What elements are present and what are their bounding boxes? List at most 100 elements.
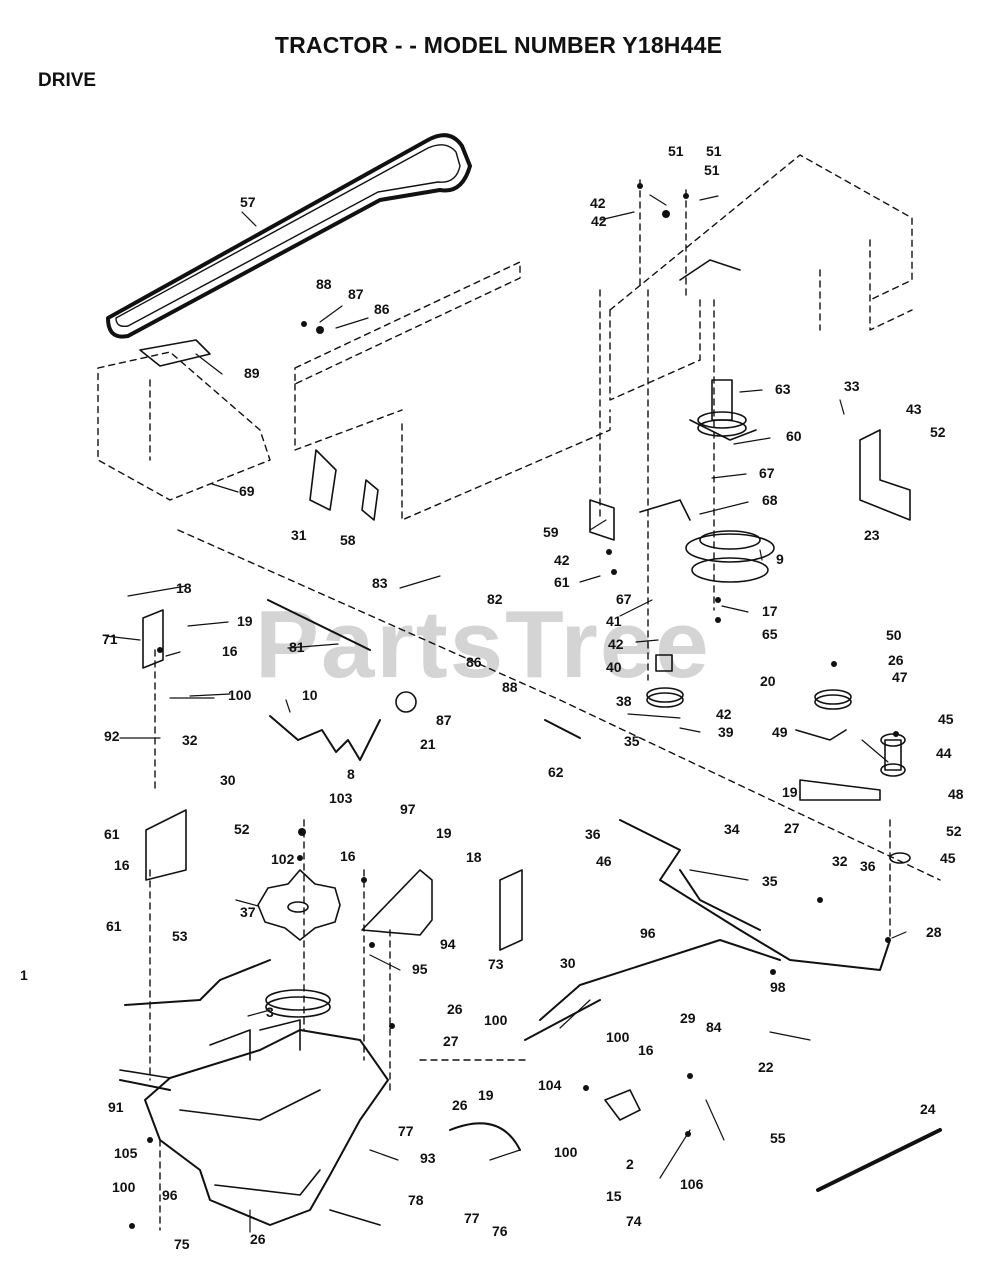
rods-and-brackets	[119, 599, 942, 1192]
belt-part	[106, 133, 472, 339]
callout-label: 95	[412, 961, 428, 977]
callout-label: 78	[408, 1192, 424, 1208]
callout-label: 87	[348, 286, 364, 302]
callout-label: 27	[443, 1033, 459, 1049]
callout-label: 42	[591, 213, 607, 229]
callout-label: 2	[626, 1156, 634, 1172]
callout-label: 42	[554, 552, 570, 568]
callout-label: 49	[772, 724, 788, 740]
callout-label: 48	[948, 786, 964, 802]
callout-label: 59	[543, 524, 559, 540]
callout-label: 55	[770, 1130, 786, 1146]
callout-label: 86	[374, 301, 390, 317]
callout-label: 76	[492, 1223, 508, 1239]
callout-label: 100	[484, 1012, 508, 1028]
callout-label: 53	[172, 928, 188, 944]
callout-label: 50	[886, 627, 902, 643]
callout-label: 100	[112, 1179, 136, 1195]
callout-label: 100	[606, 1029, 630, 1045]
callout-label: 20	[760, 673, 776, 689]
callout-label: 100	[228, 687, 252, 703]
callout-label: 67	[616, 591, 632, 607]
callout-label: 9	[776, 551, 784, 567]
callout-label: 36	[860, 858, 876, 874]
callout-label: 92	[104, 728, 120, 744]
callout-label: 26	[447, 1001, 463, 1017]
callout-label: 17	[762, 603, 778, 619]
section-label: DRIVE	[38, 70, 97, 91]
callout-label: 32	[832, 853, 848, 869]
callout-label: 24	[920, 1101, 936, 1117]
callout-label: 83	[372, 575, 388, 591]
callout-label: 38	[616, 693, 632, 709]
callout-label: 52	[930, 424, 946, 440]
callout-label: 105	[114, 1145, 138, 1161]
callout-label: 37	[240, 904, 256, 920]
callout-label: 34	[724, 821, 740, 837]
callout-label: 52	[234, 821, 250, 837]
callout-label: 51	[668, 143, 684, 159]
callout-label: 41	[606, 613, 622, 629]
callout-label: 35	[624, 733, 640, 749]
callout-label: 28	[926, 924, 942, 940]
callout-label: 8	[347, 766, 355, 782]
callout-label: 43	[906, 401, 922, 417]
callout-label: 29	[680, 1010, 696, 1026]
callout-label: 102	[271, 851, 295, 867]
callout-label: 97	[400, 801, 416, 817]
callout-label: 30	[560, 955, 576, 971]
callout-label: 77	[464, 1210, 480, 1226]
callout-label: 35	[762, 873, 778, 889]
callout-label: 21	[420, 736, 436, 752]
pulleys	[257, 379, 911, 1018]
callout-label: 61	[104, 826, 120, 842]
callout-label: 104	[538, 1077, 562, 1093]
diagram-title: TRACTOR - - MODEL NUMBER Y18H44E	[274, 32, 723, 58]
callout-label: 88	[316, 276, 332, 292]
callout-label: 52	[946, 823, 962, 839]
callout-label: 30	[220, 772, 236, 788]
callout-label: 19	[436, 825, 452, 841]
callout-label: 51	[704, 162, 720, 178]
callout-label: 62	[548, 764, 564, 780]
callout-label: 26	[452, 1097, 468, 1113]
callout-label: 100	[554, 1144, 578, 1160]
callout-label: 16	[340, 848, 356, 864]
callout-label: 15	[606, 1188, 622, 1204]
callout-label: 84	[706, 1019, 722, 1035]
callout-label: 75	[174, 1236, 190, 1252]
callout-label: 33	[844, 378, 860, 394]
callout-label: 45	[938, 711, 954, 727]
callout-label: 74	[626, 1213, 642, 1229]
callout-label: 57	[240, 194, 256, 210]
callout-label: 32	[182, 732, 198, 748]
callout-label: 88	[502, 679, 518, 695]
callout-label: 16	[222, 643, 238, 659]
callout-label: 63	[775, 381, 791, 397]
callout-label: 16	[114, 857, 130, 873]
callout-label: 81	[289, 639, 305, 655]
callout-label: 46	[596, 853, 612, 869]
callout-label: 42	[608, 636, 624, 652]
callout-label: 91	[108, 1099, 124, 1115]
callout-label: 58	[340, 532, 356, 548]
callout-label: 10	[302, 687, 318, 703]
callout-label: 82	[487, 591, 503, 607]
callout-label: 51	[706, 143, 722, 159]
callout-label: 18	[176, 580, 192, 596]
callout-label: 86	[466, 654, 482, 670]
callout-label: 40	[606, 659, 622, 675]
fasteners	[129, 183, 899, 1229]
callout-label: 19	[478, 1087, 494, 1103]
callout-label: 61	[106, 918, 122, 934]
callout-label: 77	[398, 1123, 414, 1139]
callout-label: 98	[770, 979, 786, 995]
callout-label: 42	[590, 195, 606, 211]
callout-label: 16	[638, 1042, 654, 1058]
callout-label: 19	[237, 613, 253, 629]
callout-label: 93	[420, 1150, 436, 1166]
callout-label: 39	[718, 724, 734, 740]
callout-label: 103	[329, 790, 353, 806]
